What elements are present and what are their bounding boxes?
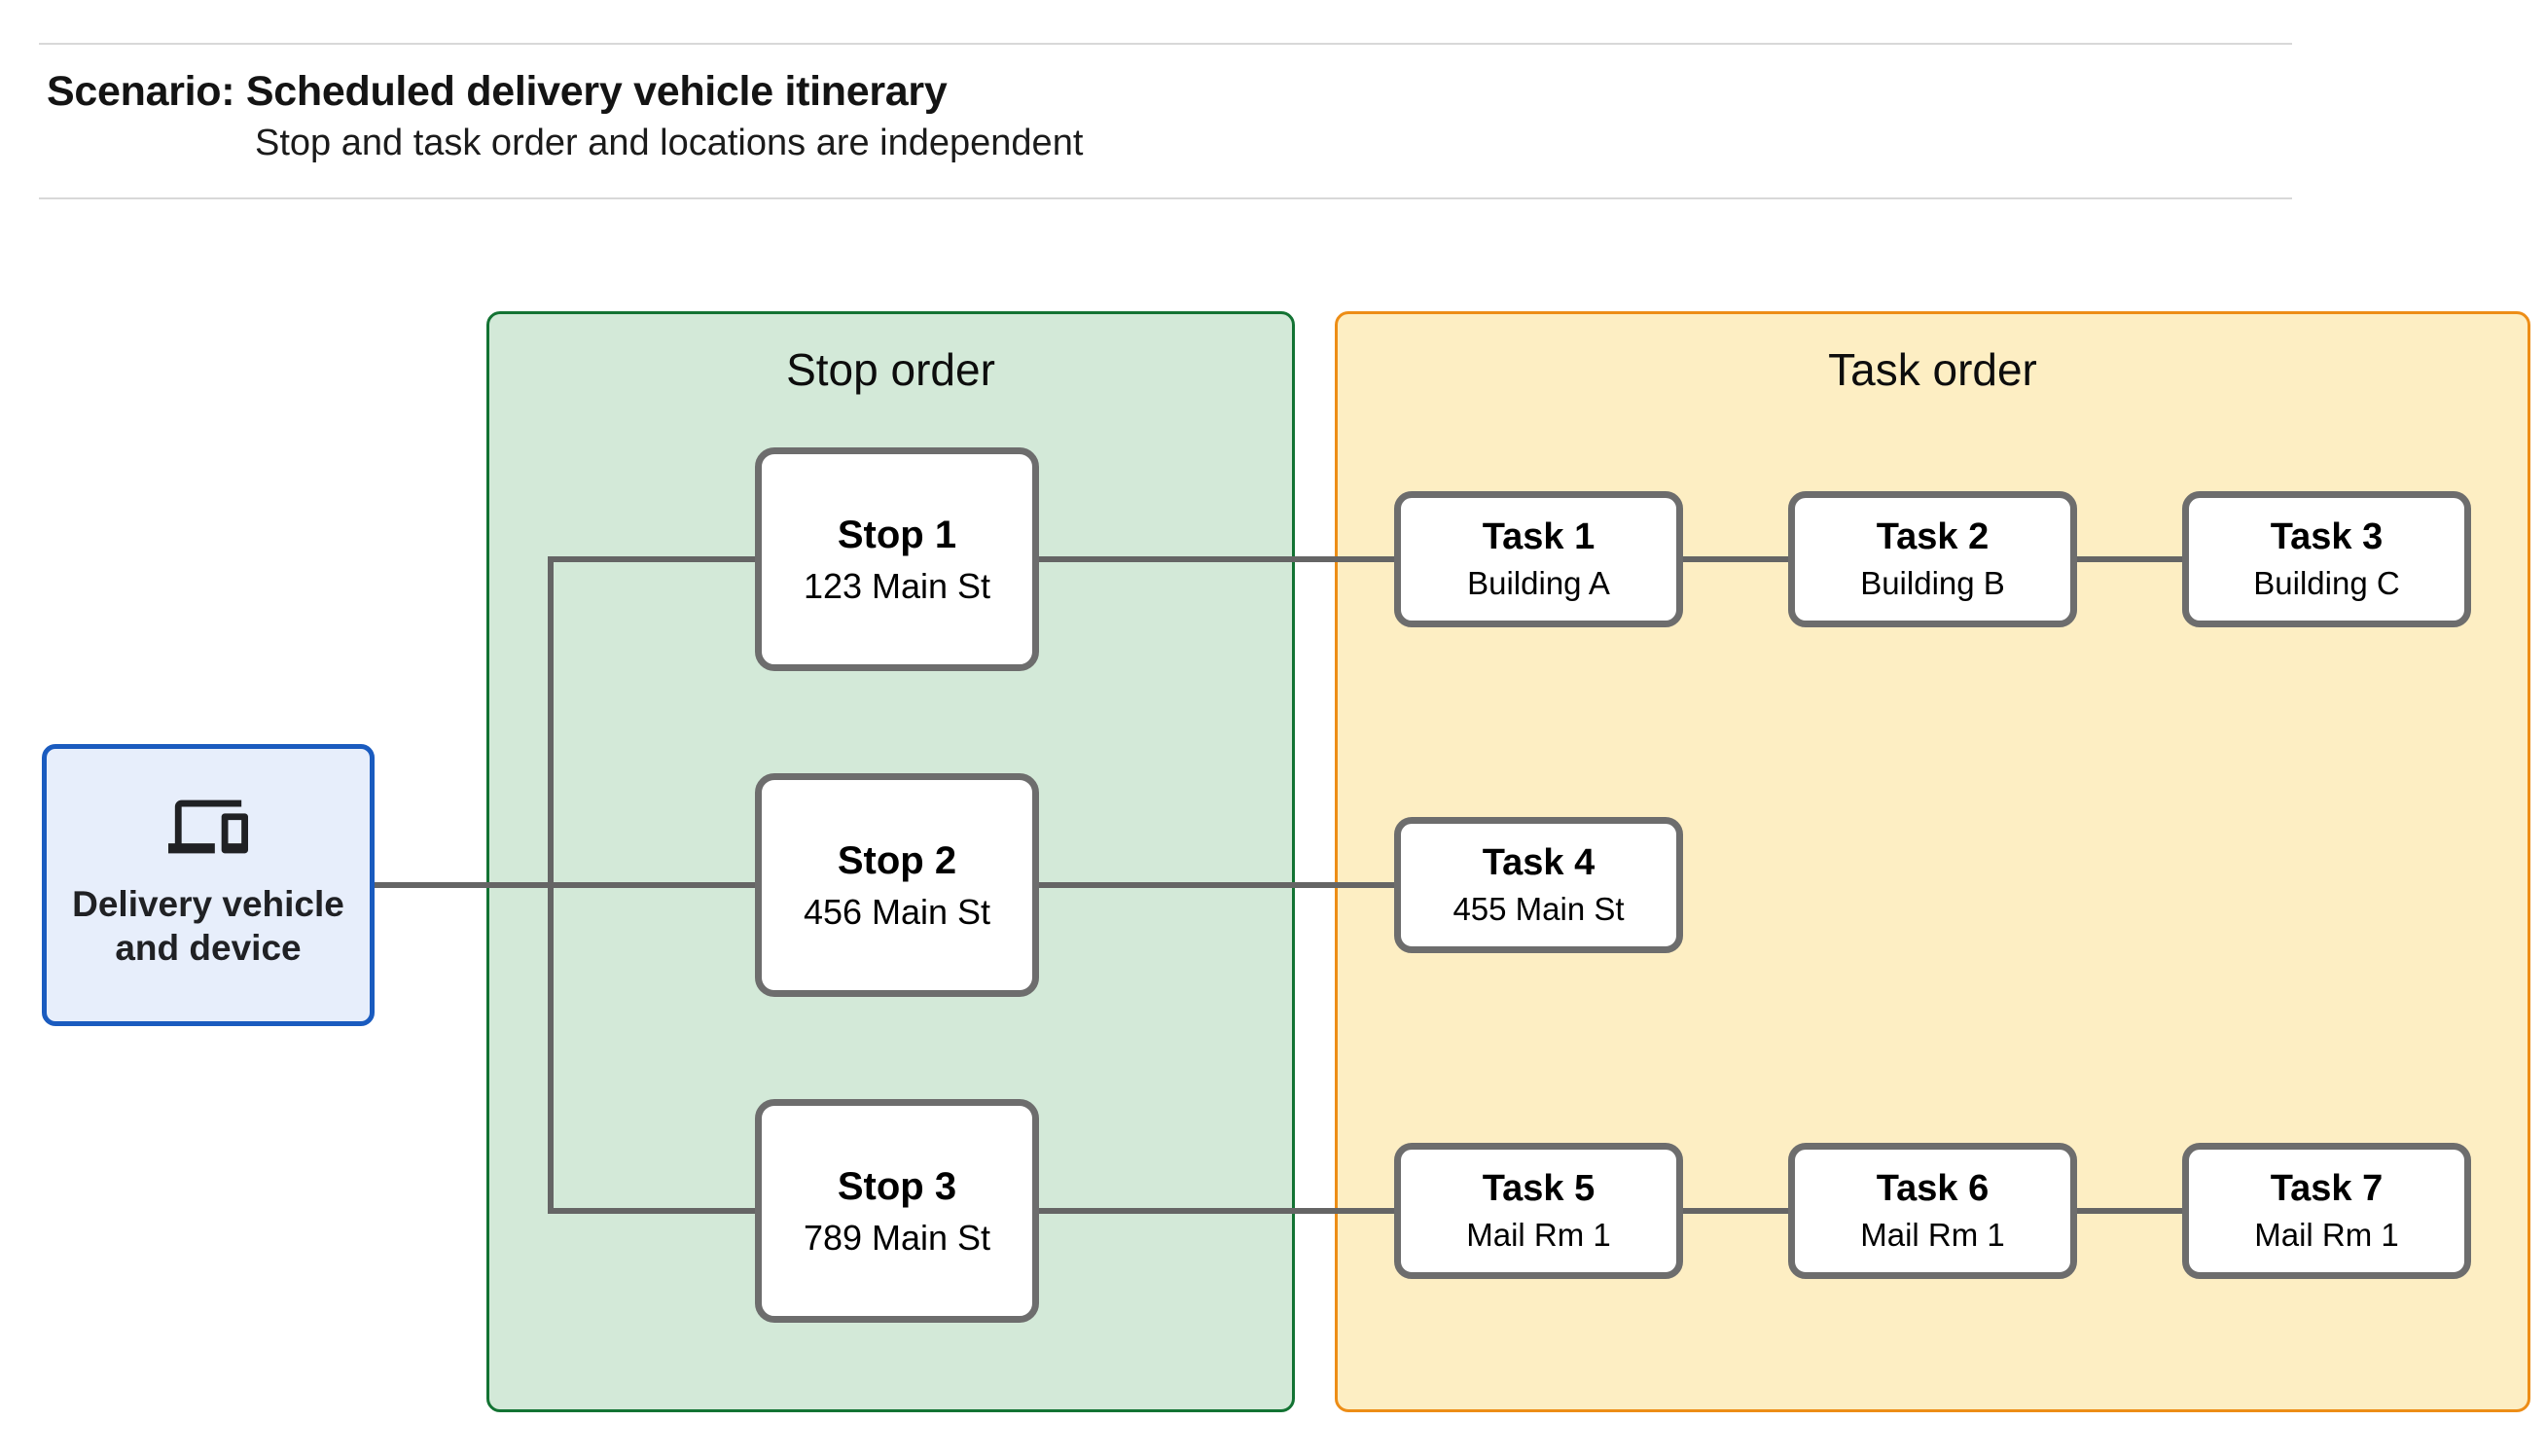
task-6-location: Mail Rm 1 [1860, 1217, 2005, 1254]
devices-icon [168, 799, 248, 854]
task-4-label: Task 4 [1482, 841, 1596, 883]
page-subtitle: Stop and task order and locations are in… [255, 123, 1084, 163]
task-5-location: Mail Rm 1 [1466, 1217, 1611, 1254]
stop-1-node: Stop 1 123 Main St [755, 447, 1039, 671]
task-2-label: Task 2 [1876, 515, 1990, 557]
stop-2-node: Stop 2 456 Main St [755, 773, 1039, 997]
stop-order-panel-title: Stop order [786, 344, 995, 395]
header-divider-line [39, 197, 2292, 199]
task-3-node: Task 3 Building C [2182, 491, 2471, 627]
page-title: Scenario: Scheduled delivery vehicle iti… [47, 68, 948, 115]
task-7-label: Task 7 [2270, 1167, 2384, 1209]
task-4-node: Task 4 455 Main St [1394, 817, 1683, 953]
top-divider-line [39, 43, 2292, 45]
task-7-node: Task 7 Mail Rm 1 [2182, 1143, 2471, 1279]
task-1-node: Task 1 Building A [1394, 491, 1683, 627]
task-6-label: Task 6 [1876, 1167, 1990, 1209]
task-7-location: Mail Rm 1 [2254, 1217, 2399, 1254]
stop-2-location: 456 Main St [803, 891, 991, 932]
task-2-location: Building B [1860, 565, 2005, 602]
task-1-location: Building A [1467, 565, 1610, 602]
stop-1-label: Stop 1 [837, 513, 957, 556]
task-3-label: Task 3 [2270, 515, 2384, 557]
task-order-panel-title: Task order [1828, 344, 2037, 395]
stop-3-label: Stop 3 [837, 1164, 957, 1208]
task-3-location: Building C [2253, 565, 2400, 602]
delivery-vehicle-label: Delivery vehicle and device [72, 883, 344, 968]
stop-2-label: Stop 2 [837, 838, 957, 882]
task-5-label: Task 5 [1482, 1167, 1596, 1209]
task-4-location: 455 Main St [1452, 891, 1625, 928]
stop-3-location: 789 Main St [803, 1217, 991, 1258]
task-1-label: Task 1 [1482, 515, 1596, 557]
task-6-node: Task 6 Mail Rm 1 [1788, 1143, 2077, 1279]
stop-3-node: Stop 3 789 Main St [755, 1099, 1039, 1323]
delivery-vehicle-node: Delivery vehicle and device [42, 744, 375, 1026]
stop-1-location: 123 Main St [803, 565, 991, 606]
task-5-node: Task 5 Mail Rm 1 [1394, 1143, 1683, 1279]
task-2-node: Task 2 Building B [1788, 491, 2077, 627]
